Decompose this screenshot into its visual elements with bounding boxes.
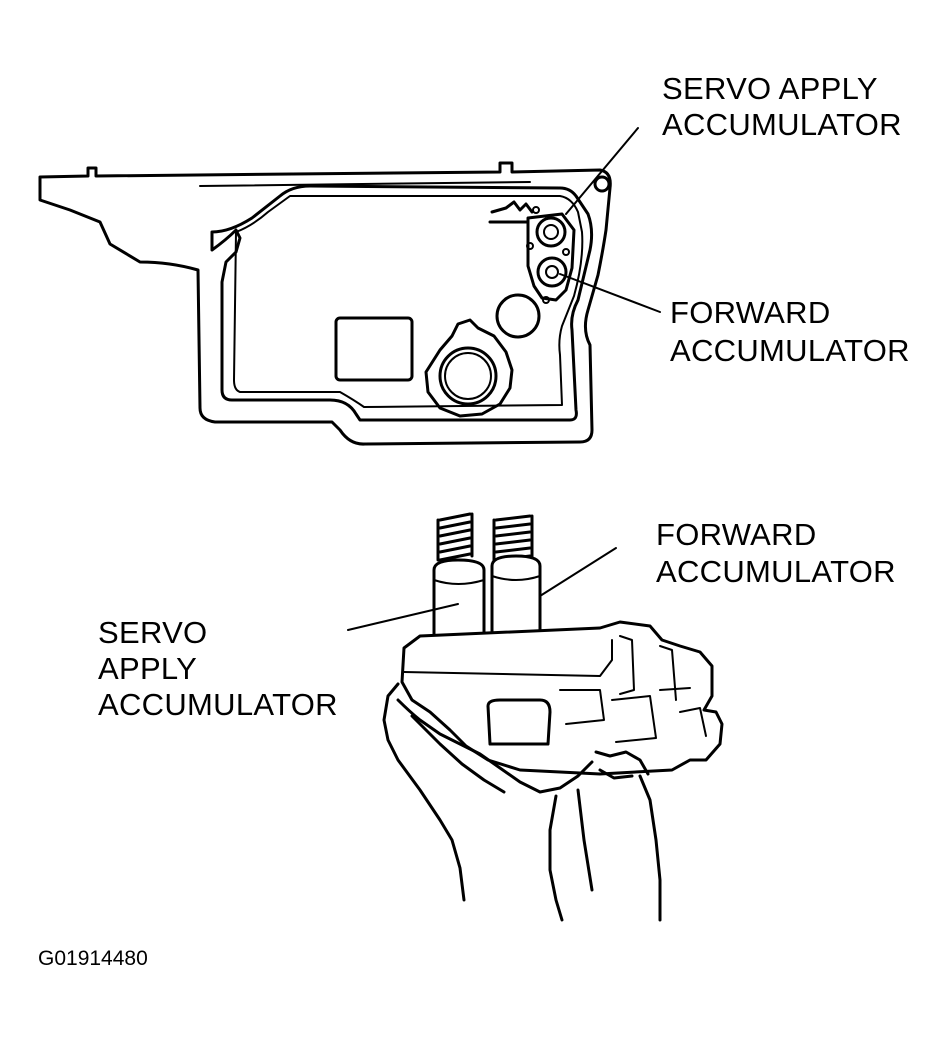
servo-apply-label-bottom-line3: ACCUMULATOR (98, 687, 338, 722)
valve-body-in-hands (347, 512, 724, 922)
servo-apply-label-top-line2: ACCUMULATOR (662, 107, 902, 142)
forward-accumulator-label-bottom-line2: ACCUMULATOR (656, 554, 896, 589)
servo-apply-label-bottom-line1: SERVO (98, 615, 208, 650)
transaxle-case (38, 127, 661, 446)
figure-id: G01914480 (38, 947, 148, 970)
servo-apply-label-top-line1: SERVO APPLY (662, 71, 878, 106)
forward-accumulator-label-bottom-line1: FORWARD (656, 517, 817, 552)
servo-apply-label-bottom-line2: APPLY (98, 651, 198, 686)
forward-accumulator-label-top-line1: FORWARD (670, 295, 831, 330)
forward-accumulator-label-top-line2: ACCUMULATOR (670, 333, 910, 368)
